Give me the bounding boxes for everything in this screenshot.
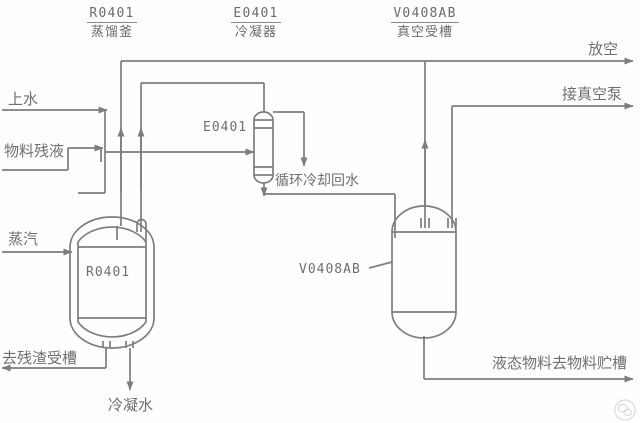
equipment-label-v0408ab: V0408AB <box>299 262 361 277</box>
stream-label-to-residue-tank: 去残渣受槽 <box>2 349 78 367</box>
title-name-v0408ab: 真空受槽 <box>396 25 453 40</box>
title-block-e0401: E0401 冷凝器 <box>222 2 290 41</box>
title-name-r0401: 蒸馏釜 <box>90 25 133 40</box>
wechat-watermark-icon <box>614 399 636 421</box>
pipe-condenser-to-receiver <box>260 183 396 238</box>
equipment-e0401 <box>253 111 274 184</box>
stream-label-feed-water: 上水 <box>8 90 39 108</box>
pipe-to-residue-tank <box>1 347 107 372</box>
pipe-liquid-to-storage <box>423 336 634 383</box>
stream-label-vent: 放空 <box>588 40 619 58</box>
pipe-receiver-vent <box>421 57 634 228</box>
title-name-e0401: 冷凝器 <box>234 25 277 40</box>
reactor-top-nozzles <box>116 218 147 244</box>
equipment-label-r0401: R0401 <box>86 265 131 280</box>
title-block-v0408ab: V0408AB 真空受槽 <box>380 2 470 41</box>
pipe-to-vacuum-pump <box>451 102 634 228</box>
equipment-r0401 <box>69 216 155 349</box>
pipe-vapour-riser-left <box>117 60 425 226</box>
title-tag-v0408ab: V0408AB <box>391 6 459 23</box>
stream-label-cooling-return: 循环冷却回水 <box>275 173 359 189</box>
title-block-r0401: R0401 蒸馏釜 <box>78 2 146 41</box>
stream-label-liquid-to-storage: 液态物料去物料贮槽 <box>492 354 628 372</box>
pipe-cooling-water-return <box>273 111 308 167</box>
stream-label-to-vacuum-pump: 接真空泵 <box>562 85 623 103</box>
stream-label-steam: 蒸汽 <box>8 230 39 248</box>
receiver-top-nozzles <box>420 218 457 228</box>
pipe-material-residue <box>2 144 104 171</box>
pipe-vapour-riser-right <box>137 82 265 232</box>
equipment-v0408ab <box>368 205 457 339</box>
equipment-label-e0401: E0401 <box>203 120 248 135</box>
stream-label-material-residue: 物料残液 <box>4 142 65 160</box>
stream-label-condensate: 冷凝水 <box>108 396 154 414</box>
title-tag-e0401: E0401 <box>231 6 281 23</box>
title-tag-r0401: R0401 <box>87 6 137 23</box>
